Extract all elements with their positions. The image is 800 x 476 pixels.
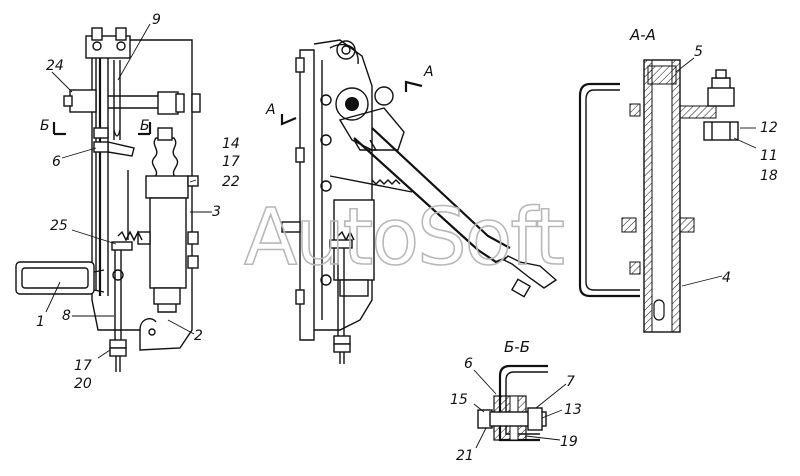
section-bb-callouts: 6 7 15 13 21 19 bbox=[450, 356, 582, 464]
section-cut-aa: А А bbox=[265, 64, 434, 126]
cut-mark-a-left: А bbox=[265, 102, 276, 118]
callout-1: 1 bbox=[36, 314, 45, 330]
callout-aa-5: 5 bbox=[694, 44, 703, 60]
callout-6: 6 bbox=[52, 154, 61, 170]
callout-bb-6: 6 bbox=[464, 356, 473, 372]
callout-8: 8 bbox=[62, 308, 71, 324]
callout-24: 24 bbox=[46, 58, 64, 74]
left-view-callouts: 9 24 6 14 17 22 3 25 1 8 2 17 20 bbox=[36, 12, 240, 392]
callout-14: 14 bbox=[222, 136, 240, 152]
callout-bb-13: 13 bbox=[564, 402, 582, 418]
callout-20: 20 bbox=[74, 376, 92, 392]
callout-bb-19: 19 bbox=[560, 434, 578, 450]
cut-mark-b-left: Б bbox=[40, 118, 50, 134]
callout-aa-11: 11 bbox=[760, 148, 778, 164]
middle-view-assembly bbox=[281, 39, 558, 364]
callout-17: 17 bbox=[222, 154, 240, 170]
cut-mark-a-right: А bbox=[423, 64, 434, 80]
callout-bb-15: 15 bbox=[450, 392, 468, 408]
callout-25: 25 bbox=[50, 218, 68, 234]
callout-3: 3 bbox=[212, 204, 221, 220]
callout-bb-7: 7 bbox=[566, 374, 575, 390]
section-aa-title: А-А bbox=[629, 26, 656, 44]
section-aa-callouts: 5 12 11 18 4 bbox=[675, 44, 778, 287]
callout-bb-21: 21 bbox=[456, 448, 474, 464]
callout-22: 22 bbox=[222, 174, 240, 190]
callout-aa-4: 4 bbox=[722, 270, 731, 286]
callout-aa-18: 18 bbox=[760, 168, 778, 184]
callout-17-lower: 17 bbox=[74, 358, 92, 374]
watermark-text: AutoSoft bbox=[244, 193, 563, 283]
section-cut-bb: Б Б bbox=[40, 118, 152, 136]
callout-2: 2 bbox=[194, 328, 203, 344]
callout-9: 9 bbox=[152, 12, 161, 28]
left-view-assembly bbox=[15, 27, 201, 372]
callout-aa-12: 12 bbox=[760, 120, 778, 136]
section-bb-view: Б-Б bbox=[477, 338, 548, 442]
section-bb-title: Б-Б bbox=[504, 338, 530, 356]
section-aa-view: А-А bbox=[578, 26, 739, 333]
cut-mark-b-right: Б bbox=[140, 118, 150, 134]
